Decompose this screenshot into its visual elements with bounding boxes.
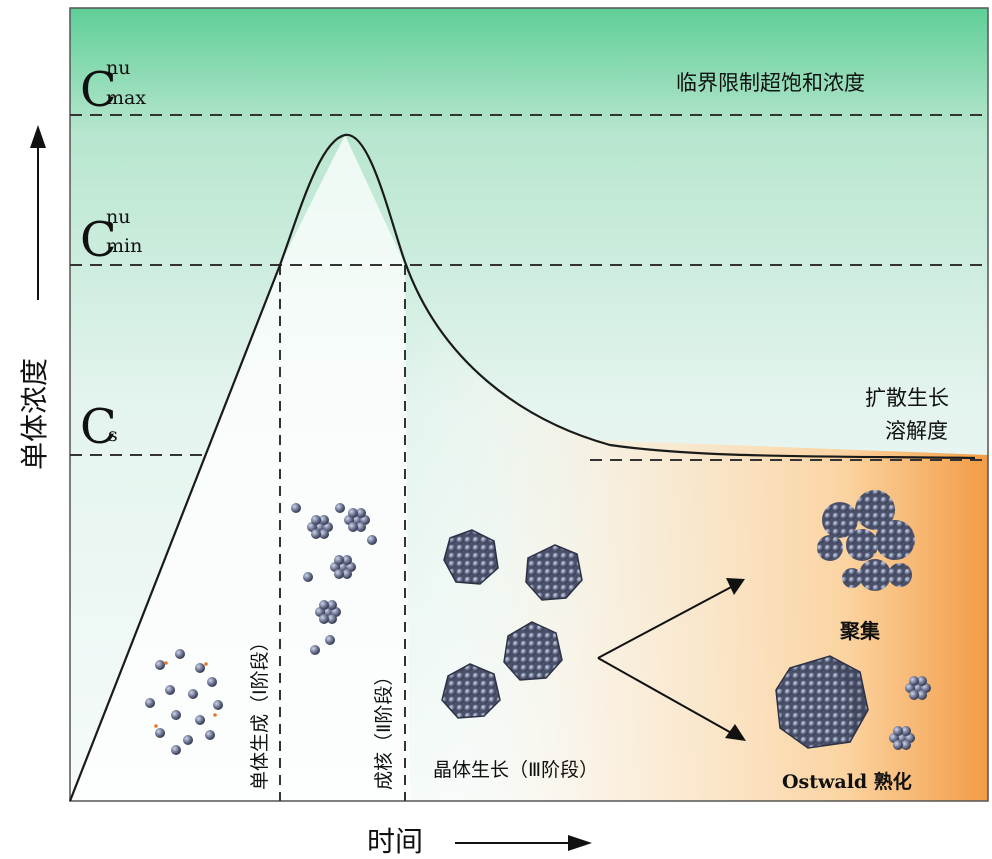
ostwald-label: Ostwald 熟化 — [782, 770, 912, 793]
svg-text:C: C — [80, 212, 117, 268]
svg-text:C: C — [80, 399, 117, 455]
cmax-label: C nu max — [80, 57, 146, 118]
svg-text:nu: nu — [106, 57, 130, 79]
stage1-label: 单体生成（Ⅰ阶段） — [249, 632, 271, 790]
nuclei-cluster — [291, 503, 377, 655]
stage2-label: 成核（Ⅱ阶段） — [373, 667, 395, 790]
diffusion-growth-label: 扩散生长 — [865, 386, 949, 410]
aggregate-cluster — [817, 490, 915, 591]
x-axis: 时间 — [367, 825, 592, 858]
svg-text:min: min — [106, 235, 142, 257]
x-axis-arrowhead — [568, 835, 592, 851]
svg-text:max: max — [106, 87, 146, 109]
aggregation-label: 聚集 — [839, 619, 881, 643]
y-axis: 单体浓度 — [18, 125, 51, 470]
cs-label: C s — [80, 399, 118, 455]
monomer-cluster — [145, 649, 223, 755]
solubility-label: 溶解度 — [885, 419, 948, 443]
concentration-curve — [68, 133, 976, 802]
stage3-label: 晶体生长（Ⅲ阶段） — [433, 759, 598, 781]
plot-frame — [69, 7, 989, 802]
ostwald-crystals — [775, 655, 931, 750]
y-axis-label: 单体浓度 — [18, 358, 51, 470]
growing-crystals — [441, 529, 583, 719]
svg-text:C: C — [80, 62, 117, 118]
branch-arrows — [597, 578, 746, 741]
cmax-description: 临界限制超饱和浓度 — [676, 71, 865, 95]
y-axis-arrowhead — [30, 125, 46, 148]
cmin-label: C nu min — [80, 206, 142, 268]
svg-text:nu: nu — [106, 206, 130, 228]
x-axis-label: 时间 — [367, 825, 423, 858]
peak-region — [70, 135, 410, 801]
svg-text:s: s — [108, 424, 118, 446]
